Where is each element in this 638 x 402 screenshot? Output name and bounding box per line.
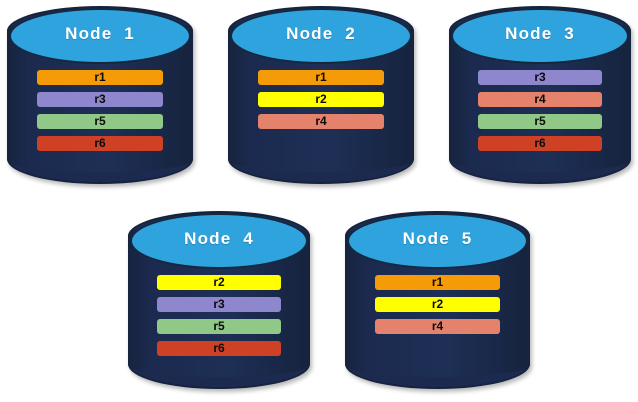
replica-bar-r6[interactable]: r6 <box>478 135 602 151</box>
node-title: Node 1 <box>65 24 135 43</box>
node-1[interactable]: Node 1 r1 r3 r5 r6 <box>7 6 193 184</box>
node-title: Node 5 <box>402 229 473 248</box>
replica-bar-r6[interactable]: r6 <box>157 340 281 356</box>
replica-bar-r4[interactable]: r4 <box>374 318 501 334</box>
replica-bar-r4[interactable]: r4 <box>257 113 385 129</box>
cylinder-top-ellipse <box>130 213 308 269</box>
replica-bar-empty <box>258 136 384 151</box>
replica-slot: r6 <box>7 132 193 154</box>
replica-slot: r3 <box>7 88 193 110</box>
replica-slot: r4 <box>449 88 631 110</box>
replica-list: r2 r3 r5 r6 <box>128 271 310 359</box>
replica-slot: r4 <box>345 315 530 337</box>
replica-slot: r2 <box>128 271 310 293</box>
replica-bar-r3[interactable]: r3 <box>36 91 164 107</box>
cylinder-top-ellipse <box>9 8 191 64</box>
node-4[interactable]: Node 4 r2 r3 r5 r6 <box>128 211 310 389</box>
replica-list: r3 r4 r5 r6 <box>449 66 631 154</box>
node-title: Node 4 <box>184 229 254 248</box>
replica-slot: r1 <box>345 271 530 293</box>
replica-slot: r1 <box>228 66 414 88</box>
cylinder-top-ellipse <box>451 8 629 64</box>
replica-list: r1 r3 r5 r6 <box>7 66 193 154</box>
replica-slot: r2 <box>345 293 530 315</box>
replica-list: r1 r2 r4 <box>228 66 414 154</box>
replica-slot: r5 <box>128 315 310 337</box>
replica-bar-r2[interactable]: r2 <box>374 296 501 312</box>
replica-slot-empty <box>345 337 530 359</box>
replica-list: r1 r2 r4 <box>345 271 530 359</box>
replica-slot: r1 <box>7 66 193 88</box>
cylinder-top-ellipse <box>347 213 528 269</box>
replica-bar-r5[interactable]: r5 <box>157 318 281 334</box>
replica-bar-r4[interactable]: r4 <box>478 91 602 107</box>
replica-bar-r3[interactable]: r3 <box>157 296 281 312</box>
node-3[interactable]: Node 3 r3 r4 r5 r6 <box>449 6 631 184</box>
node-title: Node 3 <box>505 24 575 43</box>
replica-slot: r6 <box>449 132 631 154</box>
replica-slot: r4 <box>228 110 414 132</box>
replica-bar-empty <box>375 341 501 356</box>
replica-slot: r5 <box>7 110 193 132</box>
replica-slot: r6 <box>128 337 310 359</box>
replica-slot-empty <box>228 132 414 154</box>
replica-bar-r2[interactable]: r2 <box>157 274 281 290</box>
replica-bar-r3[interactable]: r3 <box>478 69 602 85</box>
replica-bar-r1[interactable]: r1 <box>257 69 385 85</box>
replica-bar-r1[interactable]: r1 <box>36 69 164 85</box>
replica-bar-r6[interactable]: r6 <box>36 135 164 151</box>
node-5[interactable]: Node 5 r1 r2 r4 <box>345 211 530 389</box>
replica-slot: r3 <box>449 66 631 88</box>
node-title: Node 2 <box>286 24 356 43</box>
replica-bar-r2[interactable]: r2 <box>257 91 385 107</box>
replica-bar-r1[interactable]: r1 <box>374 274 501 290</box>
replica-bar-r5[interactable]: r5 <box>36 113 164 129</box>
replica-slot: r3 <box>128 293 310 315</box>
replica-bar-r5[interactable]: r5 <box>478 113 602 129</box>
replica-slot: r2 <box>228 88 414 110</box>
node-2[interactable]: Node 2 r1 r2 r4 <box>228 6 414 184</box>
replica-slot: r5 <box>449 110 631 132</box>
cylinder-top-ellipse <box>230 8 412 64</box>
